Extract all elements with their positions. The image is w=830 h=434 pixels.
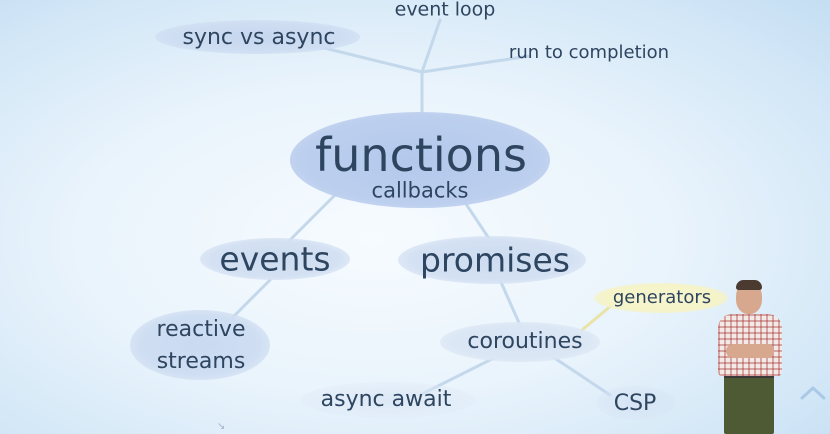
coroutines-bubble — [440, 322, 600, 362]
center-title-functions: functions — [315, 128, 527, 182]
topic-sync-vs-async: sync vs async — [182, 25, 336, 50]
topic-coroutines: coroutines — [467, 329, 583, 354]
presenter-legs — [724, 376, 774, 434]
center-subtitle-callbacks: callbacks — [371, 178, 469, 203]
generators-bubble — [594, 283, 728, 313]
reactive-streams-bubble — [130, 310, 270, 380]
topic-promises: promises — [420, 240, 570, 280]
topic-event-loop: event loop — [394, 0, 496, 21]
events-bubble — [200, 238, 350, 280]
presenter-hands — [726, 344, 774, 358]
sync-vs-async-bubble — [155, 20, 360, 54]
connector-hub-runtocompletion — [420, 54, 532, 74]
csp-bubble — [596, 386, 676, 420]
connector-functions-events — [288, 188, 342, 242]
presenter-hair — [736, 280, 762, 290]
connector-hub-eventloop — [420, 18, 442, 74]
connector-promises-coroutines — [498, 278, 522, 327]
functions-bubble — [290, 112, 550, 208]
topic-events: events — [219, 239, 331, 279]
connector-coroutines-csp — [548, 353, 612, 397]
topic-generators: generators — [612, 287, 712, 308]
async-await-bubble — [300, 382, 476, 418]
topic-run-to-completion: run to completion — [508, 42, 670, 63]
presenter-belt — [724, 374, 774, 378]
topic-reactive-streams-line2: streams — [156, 349, 246, 374]
topic-reactive-streams-line1: reactive — [156, 317, 246, 342]
cursor-arrow-icon: ↘ — [217, 421, 226, 432]
topic-csp: CSP — [613, 391, 657, 416]
connector-coroutines-generators — [580, 303, 614, 332]
chevron-up-icon[interactable] — [800, 384, 826, 402]
topic-async-await: async await — [320, 387, 452, 412]
promises-bubble — [398, 236, 586, 284]
presenter-figure — [706, 280, 796, 434]
